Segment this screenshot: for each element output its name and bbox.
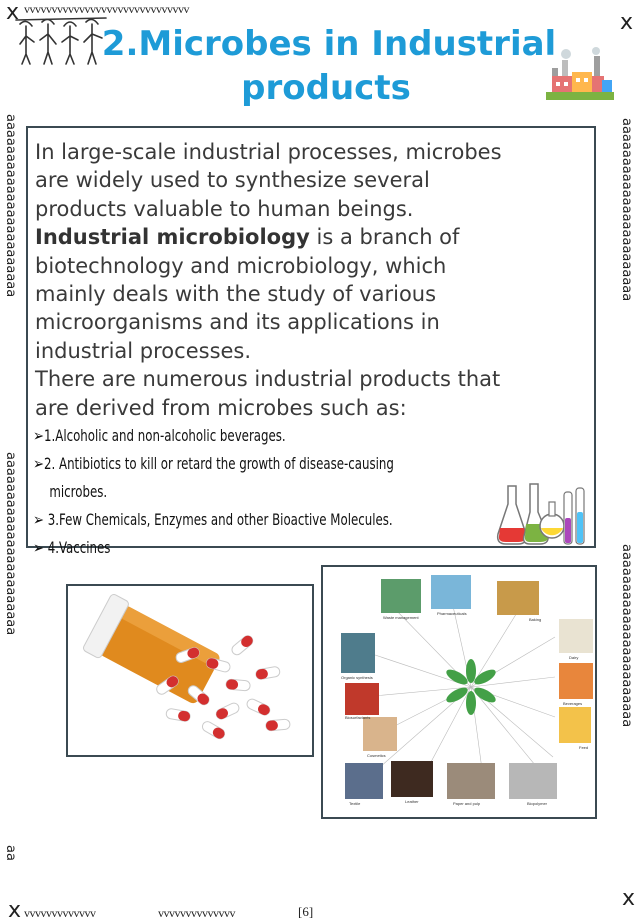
- collage-label: Biosurfactants: [345, 715, 370, 720]
- arrow-bullet-icon: ➢: [33, 426, 44, 445]
- bullet-item: ➢2. Antibiotics to kill or retard the gr…: [33, 450, 443, 478]
- corner-mark-top-left: x: [6, 0, 20, 25]
- bullet-text: 4.Vaccines: [43, 538, 111, 557]
- bullet-item: ➢ 4.Vaccines: [33, 534, 443, 562]
- bullet-text: 2. Antibiotics to kill or retard the gro…: [43, 454, 394, 473]
- title-line-2: products: [241, 68, 411, 108]
- corner-mark-bottom-left: x: [8, 898, 22, 923]
- products-intro: There are numerous industrial products t…: [35, 367, 501, 420]
- figures-decoration-icon: [15, 17, 107, 65]
- collage-label: Organic synthesis: [341, 675, 373, 680]
- lab-flasks-icon: [496, 483, 585, 545]
- bullet-text: microbes.: [49, 482, 108, 501]
- collage-label: Feed: [579, 745, 588, 750]
- intro-paragraph: In large-scale industrial processes, mic…: [35, 138, 515, 422]
- content-box: [26, 126, 596, 548]
- right-margin-text-1: aaaaaaaaaaaaaaaaaaaaaaa: [619, 118, 634, 302]
- pill-bottle-icon: [68, 586, 312, 755]
- arrow-bullet-icon: ➢: [33, 510, 44, 529]
- collage-label: Dairy: [569, 655, 578, 660]
- left-margin-text-2: aaaaaaaaaaaaaaaaaaaaaaa: [3, 452, 18, 636]
- page-title: 2.Microbes in Industrial products: [0, 22, 638, 110]
- collage-label: Baking: [529, 617, 541, 622]
- bottom-border-text-2: vvvvvvvvvvvvvv: [158, 906, 236, 920]
- collage-label: Paper and pulp: [453, 801, 481, 806]
- left-margin-text-3: aa: [3, 845, 18, 861]
- collage-label: Beverages: [563, 701, 582, 706]
- factory-icon: [546, 47, 614, 100]
- industrial-applications-collage: Waste management Pharmaceuticals Baking …: [321, 565, 597, 819]
- collage-label: Cosmetics: [367, 753, 386, 758]
- collage-label: Pharmaceuticals: [437, 611, 467, 616]
- page-number: [6]: [298, 904, 314, 919]
- arrow-bullet-icon: ➢: [33, 538, 44, 557]
- bullet-list: ➢1.Alcoholic and non-alcoholic beverages…: [33, 422, 533, 562]
- collage-label: Leather: [405, 799, 419, 804]
- top-border-text: vvvvvvvvvvvvvvvvvvvvvvvvvvvvvv: [24, 2, 190, 16]
- bottom-border-text-1: vvvvvvvvvvvvv: [24, 906, 96, 920]
- right-margin-text-2: aaaaaaaaaaaaaaaaaaaaaaa: [619, 544, 634, 728]
- bullet-continuation: microbes.: [33, 478, 443, 506]
- title-line-1: 2.Microbes in Industrial: [101, 24, 557, 64]
- collage-label: Biopolymer: [527, 801, 548, 806]
- intro-bold-term: Industrial microbiology: [35, 225, 310, 250]
- bullet-item: ➢1.Alcoholic and non-alcoholic beverages…: [33, 422, 443, 450]
- intro-text-start: In large-scale industrial processes, mic…: [35, 140, 502, 221]
- intro-text-end: is a branch of biotechnology and microbi…: [35, 225, 460, 363]
- bullet-text: 3.Few Chemicals, Enzymes and other Bioac…: [43, 510, 393, 529]
- collage-label: Textile: [349, 801, 361, 806]
- pill-bottle-image: [66, 584, 314, 757]
- left-margin-text-1: aaaaaaaaaaaaaaaaaaaaaaa: [3, 114, 18, 298]
- applications-diagram-icon: Waste management Pharmaceuticals Baking …: [323, 567, 595, 817]
- corner-mark-bottom-right: x: [622, 886, 636, 911]
- arrow-bullet-icon: ➢: [33, 454, 44, 473]
- collage-label: Waste management: [383, 615, 420, 620]
- bullet-text: 1.Alcoholic and non-alcoholic beverages.: [43, 426, 286, 445]
- corner-mark-top-right: x: [620, 10, 634, 35]
- bullet-item: ➢ 3.Few Chemicals, Enzymes and other Bio…: [33, 506, 443, 534]
